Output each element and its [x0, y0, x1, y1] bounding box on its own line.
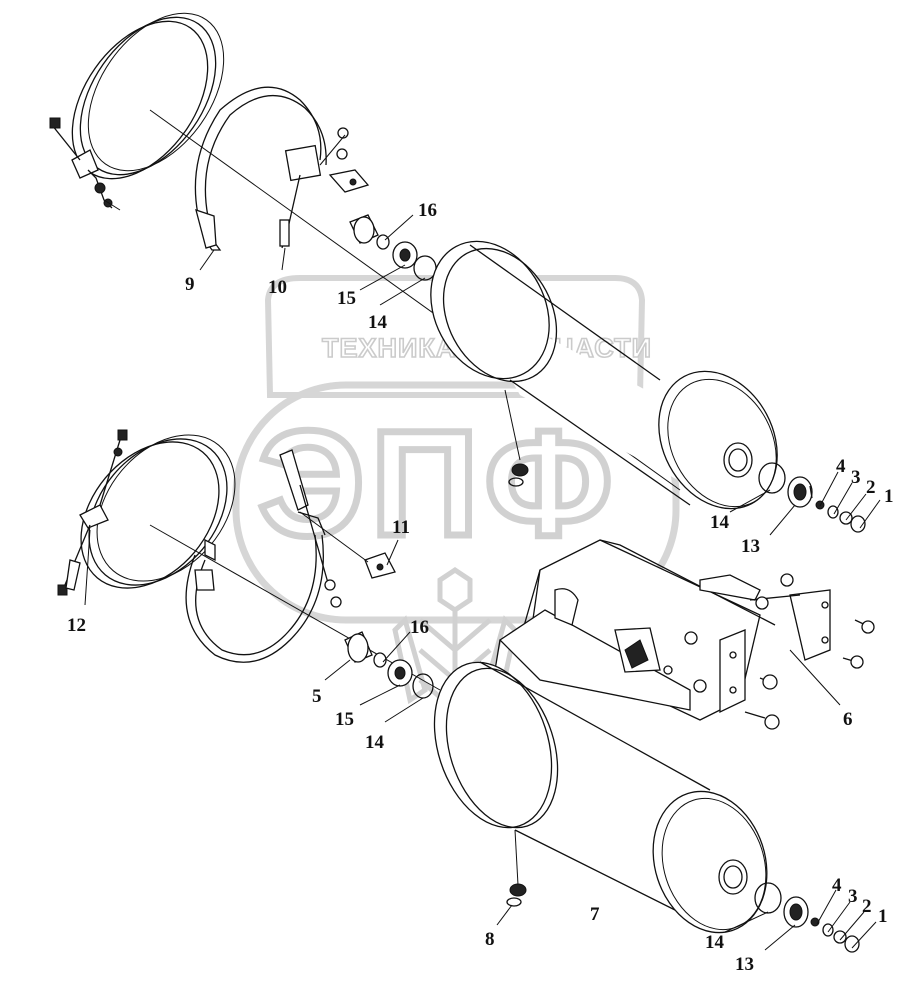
callout-2-upper: 2 [866, 477, 876, 498]
callout-3-lower: 3 [848, 886, 858, 907]
callout-8: 8 [485, 929, 495, 950]
callout-7: 7 [590, 904, 600, 925]
callout-13-upper: 13 [741, 536, 760, 557]
fitting-upper [349, 214, 437, 281]
callout-labels: 1 2 3 4 13 14 14 15 16 9 10 11 12 5 16 1… [67, 200, 894, 975]
leader-lines [84, 214, 881, 951]
callout-15-lower: 15 [335, 709, 354, 730]
callout-11: 11 [392, 517, 410, 538]
callout-4-lower: 4 [832, 875, 842, 896]
callout-5: 5 [312, 686, 322, 707]
callout-14-upper-right: 14 [710, 512, 730, 533]
clamp-strap-12 [57, 429, 236, 596]
watermark-left-word: ТЕХНИКА [322, 333, 456, 363]
watermark: ТЕХНИКА ЗАПЧАСТИ ЭПФ [232, 275, 680, 720]
mounting-bolts [684, 573, 875, 730]
mounting-bracket-6 [489, 539, 831, 721]
callout-16-upper: 16 [418, 200, 437, 221]
drain-valve-upper [758, 462, 866, 533]
air-tank-lower-7 [433, 661, 768, 934]
clamp-strap-10 [194, 86, 370, 251]
callout-13-lower: 13 [735, 954, 754, 975]
callout-14-lower-right: 14 [705, 932, 725, 953]
clamp-strap-9 [49, 12, 225, 211]
callout-10: 10 [268, 277, 287, 298]
callout-15-upper: 15 [337, 288, 356, 309]
callout-2-lower: 2 [862, 896, 872, 917]
callout-9: 9 [185, 274, 195, 295]
watermark-logo: ЭПФ [258, 399, 619, 567]
callout-12: 12 [67, 615, 86, 636]
drain-valve-lower [754, 882, 860, 953]
callout-14-upper-left: 14 [368, 312, 388, 333]
callout-16-lower: 16 [410, 617, 429, 638]
bracket-nut [319, 127, 370, 193]
axis-line-lower [149, 524, 441, 691]
callout-6: 6 [843, 709, 853, 730]
callout-14-lower-left: 14 [365, 732, 385, 753]
fitting-lower [344, 631, 434, 699]
air-tank-upper [430, 240, 778, 510]
callout-1-upper: 1 [884, 486, 894, 507]
callout-4-upper: 4 [836, 456, 846, 477]
callout-3-upper: 3 [851, 467, 861, 488]
bracket-11 [299, 511, 396, 579]
callout-1-lower: 1 [878, 906, 888, 927]
clamp-strap-lower [185, 449, 342, 663]
